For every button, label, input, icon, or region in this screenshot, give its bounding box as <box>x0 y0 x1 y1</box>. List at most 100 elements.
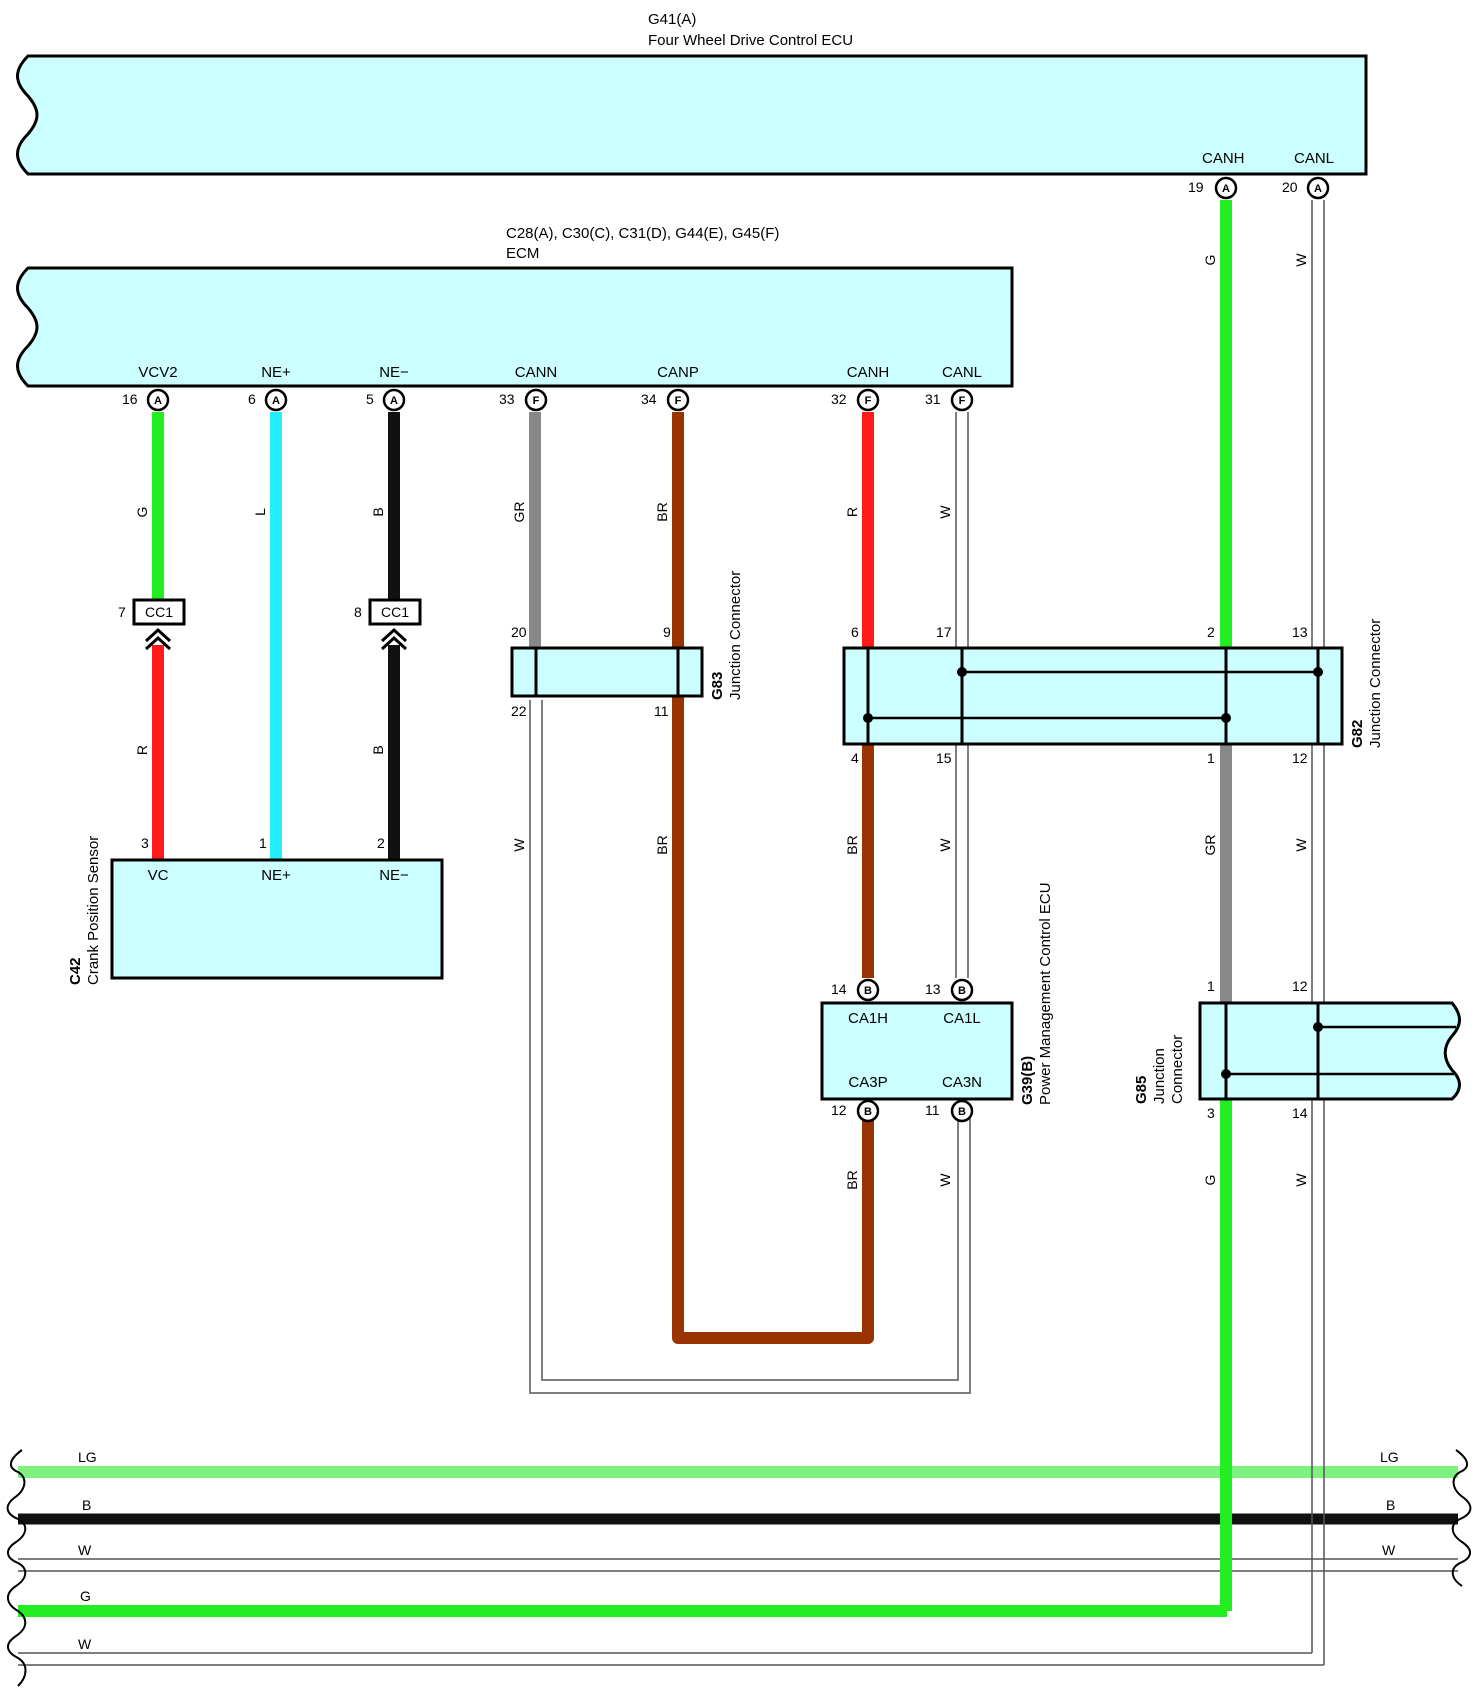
wire-g83-22-loop <box>529 700 971 1394</box>
g83-subtitle: Junction Connector <box>727 571 744 700</box>
ecm-pin-tag-33-label: F <box>533 395 540 407</box>
g83-title: G83 <box>709 672 726 700</box>
bus-label-right-2: W <box>1382 1542 1396 1558</box>
g39-pin-ca3n: CA3N <box>942 1074 982 1091</box>
wire-label-canh-ecm: R <box>844 507 860 517</box>
ecm-pinnum-31: 31 <box>925 391 941 407</box>
g82-box <box>842 646 1344 746</box>
c42-pinnum-1: 1 <box>259 835 267 851</box>
ecm-pinnum-34: 34 <box>641 391 657 407</box>
wire-canl-ecm <box>955 412 969 648</box>
bus-label-left-4: W <box>78 1636 92 1652</box>
g85-title: G85 <box>1133 1076 1150 1104</box>
wire-label-g41-canl: W <box>1293 253 1309 267</box>
g83-box <box>510 646 704 698</box>
ecm-pinnum-32: 32 <box>831 391 847 407</box>
c42-pinnum-3: 3 <box>141 835 149 851</box>
ecm-title: C28(A), C30(C), C31(D), G44(E), G45(F) <box>506 225 779 242</box>
bus-break-left <box>6 1449 27 1687</box>
ecm-pin-canp: CANP <box>657 364 699 381</box>
ecm-pin-tag-31-label: F <box>959 395 966 407</box>
ecm-pin-vcv2: VCV2 <box>138 364 177 381</box>
g41-box <box>16 54 1368 176</box>
bus-label-left-3: G <box>80 1588 91 1604</box>
g85-pinnum-14: 14 <box>1292 1105 1308 1121</box>
ecm-pin-tag-34-label: F <box>675 395 682 407</box>
ecm-subtitle: ECM <box>506 245 539 262</box>
g41-pinnum-20: 20 <box>1282 179 1298 195</box>
g83-pinnum-11: 11 <box>654 703 669 719</box>
wire-label-vcv2: G <box>134 507 150 518</box>
ecm-pin-canh: CANH <box>847 364 890 381</box>
c42-subtitle: Crank Position Sensor <box>85 836 102 985</box>
component-g39: CA1H CA1L CA3P CA3N B B B B 14 13 12 11 … <box>820 882 1054 1123</box>
cc1-right-pin: 8 <box>354 604 362 620</box>
ecm-pin-tag-5-label: A <box>390 395 398 407</box>
ecm-pin-ne-minus: NE− <box>379 364 409 381</box>
g39-pin-tag-14-label: B <box>864 985 872 997</box>
c42-pin-ne-plus: NE+ <box>261 867 291 884</box>
c42-pin-ne-minus: NE− <box>379 867 409 884</box>
g41-pin-tag-20 <box>1306 176 1330 200</box>
bus-label-left-2: W <box>78 1542 92 1558</box>
bus-label-left-0: LG <box>78 1449 97 1465</box>
g83-pinnum-22: 22 <box>511 703 527 719</box>
g41-subtitle: Four Wheel Drive Control ECU <box>648 32 853 49</box>
ecm-pinnum-33: 33 <box>499 391 515 407</box>
wire-label-g85-14: W <box>1293 1173 1309 1187</box>
wire-color-labels: G L B GR BR R W R B W BR BR W G W GR W B… <box>134 253 1309 1190</box>
g82-subtitle: Junction Connector <box>1367 619 1384 748</box>
ecm-box <box>16 266 1014 388</box>
ecm-pin-tag-6 <box>264 388 288 412</box>
bus-wire-w-1 <box>18 1558 1458 1572</box>
c42-title: C42 <box>67 957 84 985</box>
g39-pinnum-14: 14 <box>831 981 847 997</box>
c42-pinnum-2: 2 <box>377 835 385 851</box>
wire-label-vc: R <box>134 745 150 755</box>
wire-label-g83-22: W <box>511 838 527 852</box>
g85-subtitle-line1: Junction <box>1151 1048 1168 1104</box>
c42-pin-vc: VC <box>148 867 169 884</box>
g41-pin-canh: CANH <box>1202 150 1245 167</box>
component-g82: 6 17 2 13 4 15 1 12 G82 Junction Connect… <box>842 619 1384 766</box>
cc1-right-label: CC1 <box>381 604 409 620</box>
cc1-left-label: CC1 <box>145 604 173 620</box>
wire-canp <box>672 412 874 1344</box>
g39-pin-tag-14 <box>856 978 880 1002</box>
g85-pinnum-1: 1 <box>1207 978 1215 994</box>
ecm-pinnum-6: 6 <box>248 391 256 407</box>
g39-pinnum-11: 11 <box>925 1102 940 1118</box>
ecm-pin-tag-31 <box>950 388 974 412</box>
g83-pinnum-9: 9 <box>663 624 671 640</box>
ecm-pin-tag-32 <box>856 388 880 412</box>
component-g85: 1 12 3 14 G85 Junction Connector <box>1133 978 1461 1121</box>
g41-pin-canl: CANL <box>1294 150 1334 167</box>
g39-pinnum-13: 13 <box>925 981 941 997</box>
g39-pinnum-12: 12 <box>831 1102 847 1118</box>
component-g41: G41(A) Four Wheel Drive Control ECU CANH… <box>16 11 1368 200</box>
bus-label-right-0: LG <box>1380 1449 1399 1465</box>
g82-pinnum-13: 13 <box>1292 624 1308 640</box>
wire-g82-15 <box>955 745 969 978</box>
g41-pin-tag-19-label: A <box>1222 183 1230 195</box>
c42-box <box>110 858 444 980</box>
g82-pinnum-1: 1 <box>1207 750 1215 766</box>
component-ecm: C28(A), C30(C), C31(D), G44(E), G45(F) E… <box>16 225 1014 412</box>
g39-pin-tag-12-label: B <box>864 1106 872 1118</box>
g85-box <box>1198 1001 1461 1101</box>
g82-pinnum-6: 6 <box>851 624 859 640</box>
g82-pinnum-17: 17 <box>936 624 952 640</box>
g82-pinnum-2: 2 <box>1207 624 1215 640</box>
ecm-pin-tag-5 <box>382 388 406 412</box>
g85-pinnum-12: 12 <box>1292 978 1308 994</box>
g82-pinnum-15: 15 <box>936 750 952 766</box>
ecm-pin-canl: CANL <box>942 364 982 381</box>
component-g83: 20 9 22 11 G83 Junction Connector <box>510 571 744 719</box>
g39-pin-tag-13 <box>950 978 974 1002</box>
ecm-pin-tag-32-label: F <box>865 395 872 407</box>
g83-pinnum-20: 20 <box>511 624 527 640</box>
wire-label-g82-1: GR <box>1202 835 1218 856</box>
ecm-pin-tag-34 <box>666 388 690 412</box>
ecm-pin-tag-16 <box>146 388 170 412</box>
